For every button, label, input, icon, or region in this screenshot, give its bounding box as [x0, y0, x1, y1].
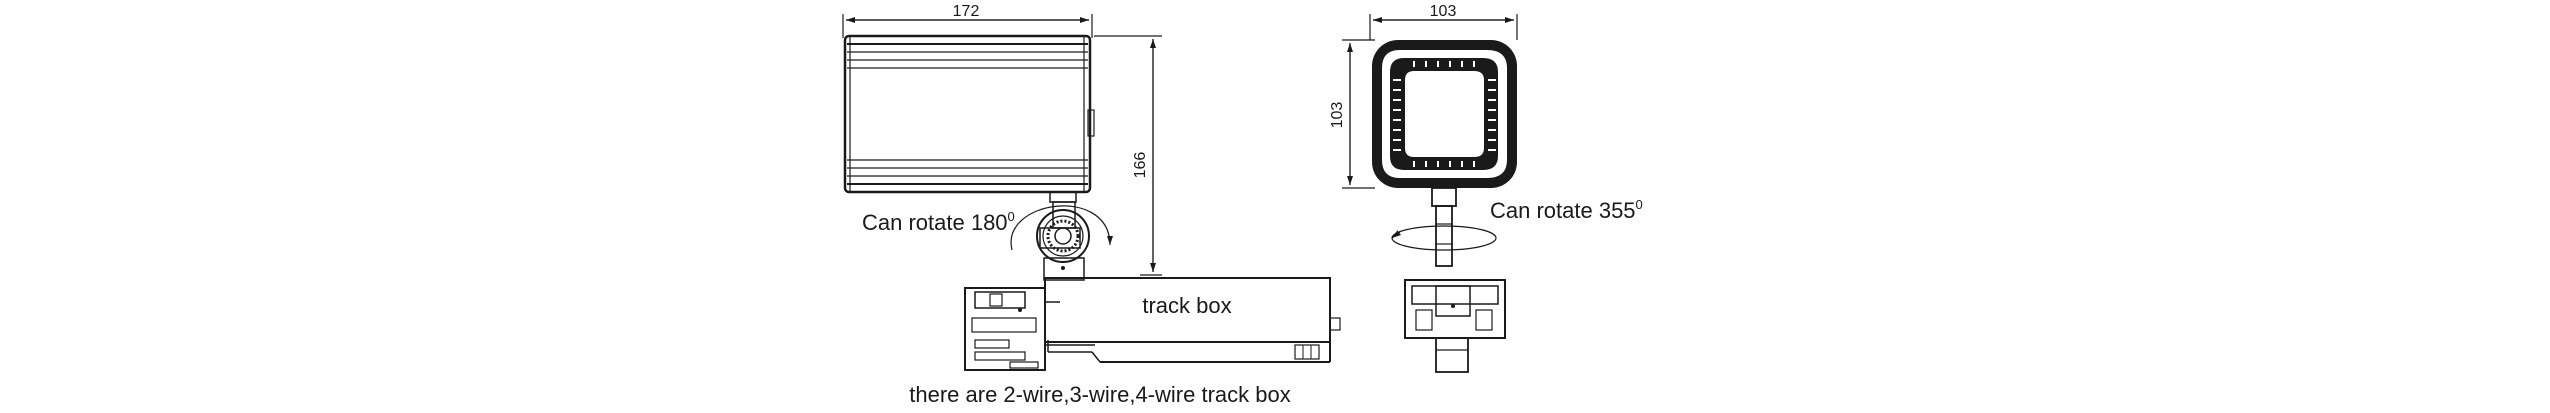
caption: there are 2-wire,3-wire,4-wire track box: [909, 382, 1290, 407]
side-view: 172 166: [842, 3, 1341, 371]
front-view: 103 103: [1329, 3, 1643, 373]
track-box: track box: [1044, 277, 1341, 363]
svg-text:Can rotate 1800: Can rotate 1800: [862, 209, 1015, 235]
side-height-dimension: 166: [1094, 35, 1162, 276]
front-track-adapter: [1404, 279, 1506, 373]
side-width-dimension: 172: [842, 3, 1093, 38]
front-rotate-label: Can rotate 355: [1490, 198, 1636, 223]
front-stem: [1431, 187, 1457, 267]
front-lamp-face: [1372, 40, 1517, 188]
side-rotate-arrow: [1010, 205, 1113, 251]
front-width-dimension: 103: [1369, 3, 1518, 40]
front-height-dim-text: 103: [1329, 102, 1346, 129]
side-rotate-label: Can rotate 180: [862, 210, 1008, 235]
front-height-dimension: 103: [1329, 39, 1375, 189]
side-height-dim-text: 166: [1132, 152, 1149, 179]
side-track-adapter: [964, 287, 1095, 371]
svg-text:Can rotate 3550: Can rotate 3550: [1490, 197, 1643, 223]
side-rotate-degree: 0: [1008, 209, 1015, 224]
front-rotate-degree: 0: [1636, 197, 1643, 212]
side-lamp-head: [843, 34, 1095, 194]
front-rotate-ellipse: [1391, 225, 1497, 251]
track-box-label: track box: [1142, 293, 1231, 318]
side-width-dim-text: 172: [953, 3, 980, 20]
front-rotate-arrow: [1391, 230, 1401, 239]
front-width-dim-text: 103: [1430, 3, 1457, 20]
side-stem-joint: [1036, 191, 1090, 281]
